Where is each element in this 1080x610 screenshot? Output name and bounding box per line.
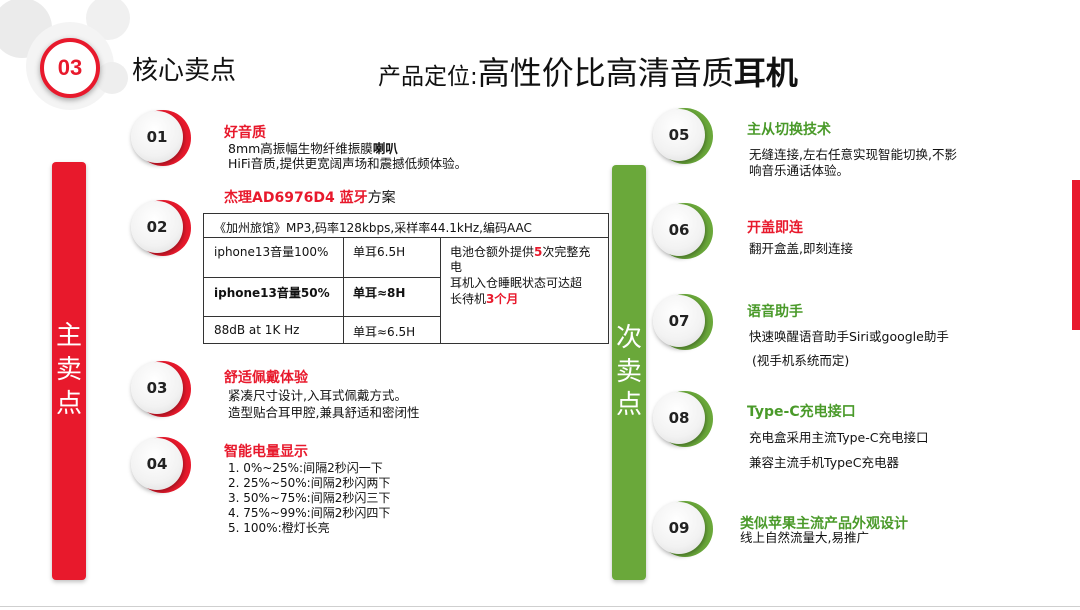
point-number-07: 07	[653, 294, 719, 350]
point-02-title: 杰理AD6976D4 蓝牙方案	[224, 190, 396, 206]
section-title: 核心卖点	[132, 56, 237, 86]
spec-table: 《加州旅馆》MP3,码率128kbps,采样率44.1kHz,编码AAC iph…	[203, 213, 609, 344]
spec-note-line1: 电池仓额外提供5次完整充	[450, 245, 591, 259]
main-selling-points-bar: 主 卖 点	[52, 162, 86, 580]
point-07-line1: 快速唤醒语音助手Siri或google助手	[749, 329, 949, 344]
headline-text: 高性价比高清音质	[477, 54, 734, 92]
list-item: 4. 75%~99%:间隔2秒闪四下	[228, 506, 391, 520]
point-09-title: 类似苹果主流产品外观设计	[740, 516, 908, 532]
point-number-05: 05	[653, 108, 719, 164]
list-item: 2. 25%~50%:间隔2秒闪两下	[228, 476, 391, 490]
point-03-line1: 紧凑尺寸设计,入耳式佩戴方式。	[228, 388, 407, 403]
list-item: 1. 0%~25%:间隔2秒闪一下	[228, 461, 383, 475]
spec-row3-col2: 单耳≈6.5H	[353, 325, 416, 339]
right-edge-accent	[1072, 180, 1080, 330]
point-09-line1: 线上自然流量大,易推广	[740, 530, 869, 545]
point-05-line1: 无缝连接,左右任意实现智能切换,不影	[749, 147, 957, 162]
point-07-line2: (视手机系统而定)	[752, 353, 850, 368]
spec-row2-col2: 单耳≈8H	[353, 286, 406, 300]
spec-row1-col2: 单耳6.5H	[353, 245, 406, 259]
bottom-divider	[0, 606, 1080, 607]
point-01-line2: HiFi音质,提供更宽阔声场和震撼低频体验。	[228, 156, 468, 171]
bar-char: 卖	[615, 356, 642, 387]
spec-row1-col1: iphone13音量100%	[214, 245, 329, 259]
bar-char: 点	[615, 390, 642, 421]
point-number-04: 04	[131, 437, 197, 493]
point-05-title: 主从切换技术	[747, 122, 831, 138]
point-08-line2: 兼容主流手机TypeC充电器	[749, 455, 899, 470]
point-04-list: 1. 0%~25%:间隔2秒闪一下 2. 25%~50%:间隔2秒闪两下 3. …	[228, 461, 390, 536]
point-03-line2: 造型贴合耳甲腔,兼具舒适和密闭性	[228, 405, 420, 420]
list-item: 3. 50%~75%:间隔2秒闪三下	[228, 491, 391, 505]
point-06-title: 开盖即连	[747, 220, 803, 236]
spec-note-line3: 耳机入仓睡眠状态可达超	[450, 276, 583, 290]
bar-char: 次	[615, 322, 642, 353]
section-number-badge: 03	[40, 38, 100, 98]
point-number-01: 01	[131, 110, 197, 166]
point-number-06: 06	[653, 203, 719, 259]
list-item: 5. 100%:橙灯长亮	[228, 521, 330, 535]
headline-bold: 耳机	[733, 54, 798, 92]
headline: 产品定位:高性价比高清音质耳机	[378, 48, 798, 94]
point-01-title: 好音质	[224, 125, 266, 141]
bar-char: 卖	[55, 355, 82, 386]
point-04-title: 智能电量显示	[224, 444, 308, 460]
point-07-title: 语音助手	[747, 304, 803, 320]
spec-row3-col1: 88dB at 1K Hz	[214, 323, 300, 337]
bar-char: 主	[55, 321, 82, 352]
point-number-08: 08	[653, 391, 719, 447]
point-number-02: 02	[131, 200, 197, 256]
point-01-line1: 8mm高振幅生物纤维振膜喇叭	[228, 141, 398, 156]
point-03-title: 舒适佩戴体验	[224, 370, 308, 386]
point-06-line1: 翻开盒盖,即刻连接	[749, 241, 853, 256]
point-05-line2: 响音乐通话体验。	[749, 163, 850, 178]
point-08-title: Type-C充电接口	[747, 404, 856, 420]
spec-note-line4: 长待机3个月	[450, 292, 519, 306]
spec-row2-col1: iphone13音量50%	[214, 286, 330, 300]
secondary-selling-points-bar: 次 卖 点	[612, 165, 646, 580]
spec-table-header: 《加州旅馆》MP3,码率128kbps,采样率44.1kHz,编码AAC	[214, 221, 532, 235]
point-number-03: 03	[131, 361, 197, 417]
point-number-09: 09	[653, 501, 719, 557]
bar-char: 点	[55, 388, 82, 419]
headline-label: 产品定位:	[378, 64, 478, 90]
point-08-line1: 充电盒采用主流Type-C充电接口	[749, 430, 929, 445]
spec-note-line2: 电	[450, 260, 463, 274]
